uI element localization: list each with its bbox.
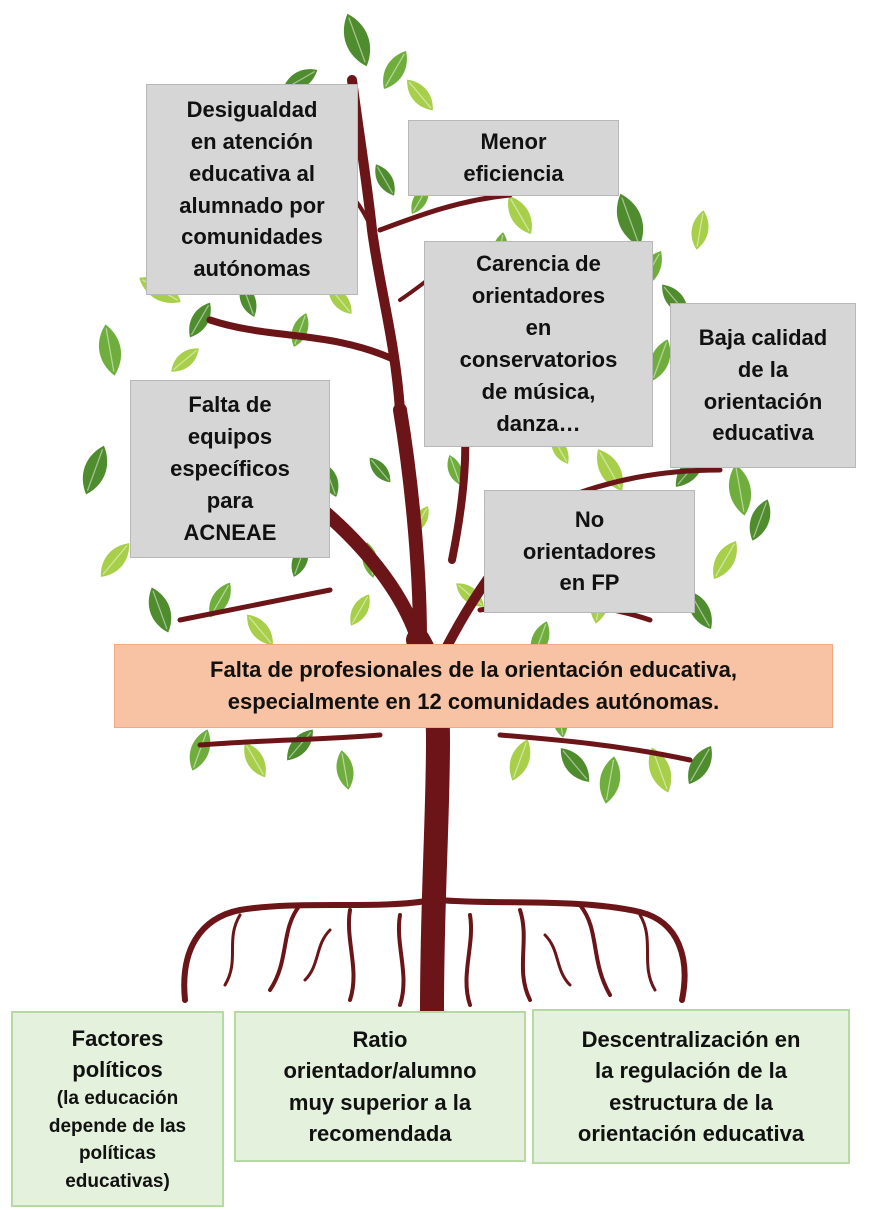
leaf-vein: [341, 753, 349, 787]
leaf-vein: [449, 457, 461, 483]
leaf-vein: [753, 502, 767, 538]
leaf-vein: [172, 349, 198, 371]
leaf-vein: [210, 584, 230, 616]
leaf-vein: [86, 449, 104, 491]
leaf-vein: [193, 732, 207, 768]
leaf-vein: [652, 750, 668, 790]
cause-political-factors-detail: (la educación depende de las políticas e…: [48, 1088, 187, 1192]
leaf-vein: [621, 197, 639, 243]
effect-conservatories-box: Carencia de orientadores en conservatori…: [424, 241, 653, 447]
leaf-vein: [294, 315, 306, 345]
leaf-vein: [248, 616, 272, 644]
leaf-vein: [190, 304, 210, 336]
leaf-vein: [351, 596, 369, 624]
leaf-vein: [653, 342, 667, 378]
cause-decentralization-box: Descentralización en la regulación de la…: [532, 1009, 850, 1164]
leaf-vein: [370, 459, 390, 481]
cause-political-factors-title: Factores políticos: [71, 1025, 164, 1082]
leaf-vein: [102, 545, 128, 575]
leaf-vein: [735, 468, 745, 512]
core-problem-box: Falta de profesionales de la orientación…: [114, 644, 833, 728]
effect-inequality-box: Desigualdad en atención educativa al alu…: [146, 84, 358, 295]
cause-political-factors-box: Factores políticos (la educación depende…: [11, 1011, 224, 1207]
leaf-vein: [715, 543, 735, 577]
leaf-vein: [408, 81, 432, 109]
effect-acneae-teams-box: Falta de equipos específicos para ACNEAE: [130, 380, 330, 558]
leaf-vein: [510, 198, 530, 232]
leaf-vein: [562, 750, 588, 780]
leaf-vein: [288, 731, 312, 759]
leaf-vein: [605, 759, 615, 801]
leaf-vein: [348, 17, 366, 63]
leaf-vein: [513, 742, 527, 778]
effect-low-quality-box: Baja calidad de la orientación educativa: [670, 303, 856, 468]
leaf-vein: [152, 590, 168, 630]
effect-fp-box: No orientadores en FP: [484, 490, 695, 613]
leaf-vein: [245, 744, 265, 776]
leaf-vein: [696, 213, 704, 247]
leaf-vein: [105, 328, 115, 372]
leaf-vein: [385, 53, 405, 87]
effect-lower-efficiency-box: Menor eficiencia: [408, 120, 619, 196]
leaf-vein: [376, 166, 394, 194]
cause-ratio-box: Ratio orientador/alumno muy superior a l…: [234, 1011, 526, 1162]
leaf-vein: [690, 748, 710, 782]
